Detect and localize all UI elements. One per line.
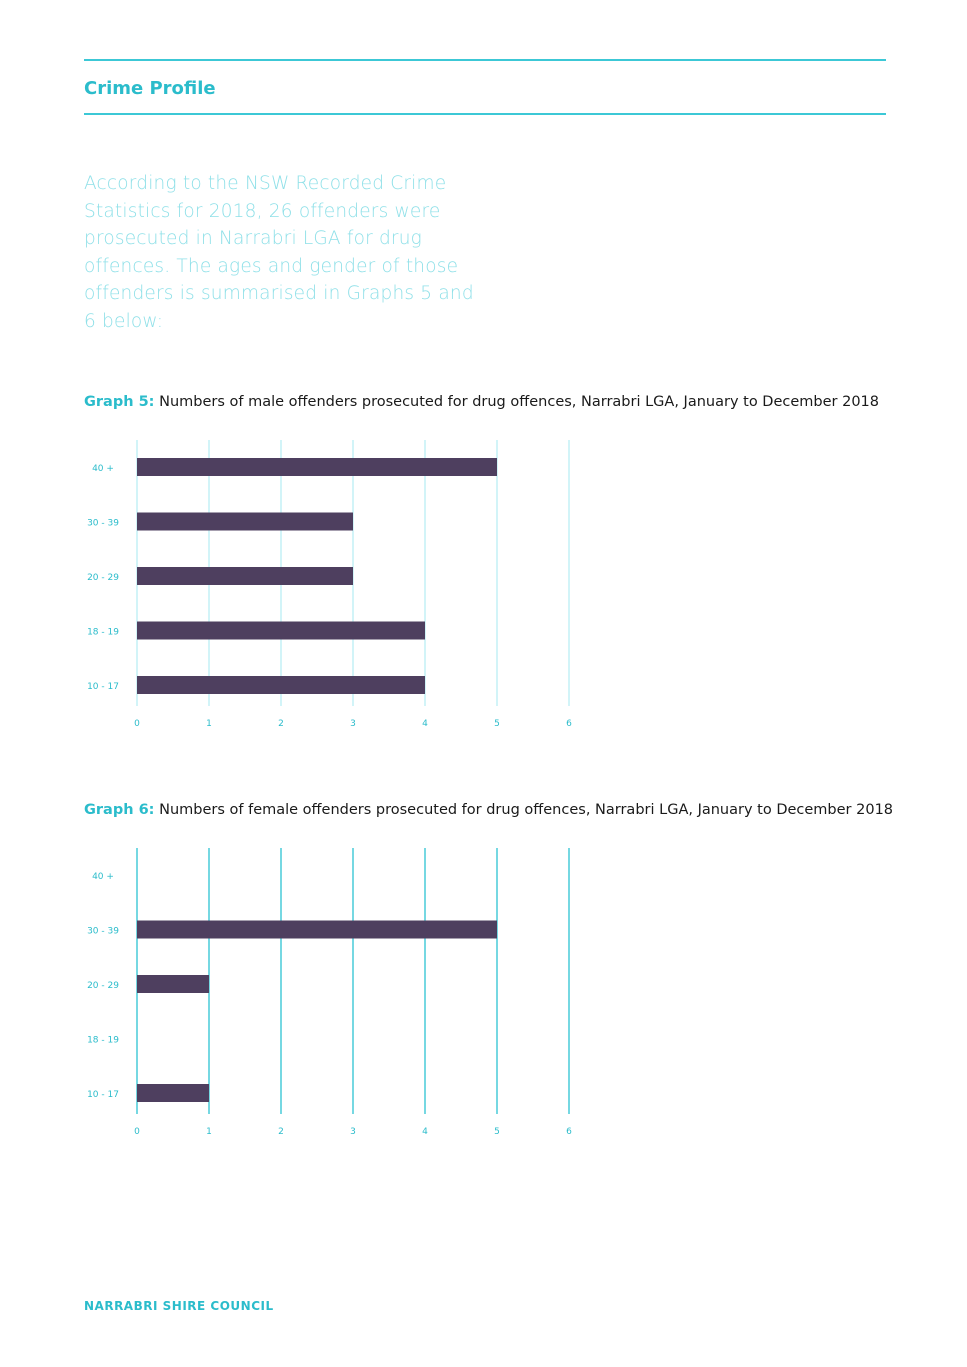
graph5-category-label: 18 - 19	[87, 628, 119, 638]
graph5-caption: Graph 5: Numbers of male offenders prose…	[84, 394, 879, 410]
graph6-category-label: 10 - 17	[87, 1090, 119, 1100]
graph6-caption-text: Numbers of female offenders prosecuted f…	[154, 802, 894, 818]
graph5-category-label: 30 - 39	[87, 519, 119, 529]
graph5-label: Graph 5:	[84, 394, 155, 410]
graph6-chart: 0 1 2 3 4 5 6 40 + 30 - 39 20 - 29 18 - 19 10 - 17	[0, 838, 967, 1158]
graph5-bar	[137, 512, 353, 531]
graph5-category-label: 40 +	[92, 464, 114, 474]
graph5-bar	[137, 458, 497, 476]
graph5-chart: 0 1 2 3 4 5 6 40 + 30 - 39 20 - 29 18 - 19 10 - 17	[0, 430, 967, 750]
graph5-category-label: 20 - 29	[87, 573, 119, 583]
graph5-bar	[137, 621, 425, 640]
graph5-tick-label: 0	[134, 719, 140, 729]
graph6-category-label: 20 - 29	[87, 981, 119, 991]
graph5-caption-text: Numbers of male offenders prosecuted for…	[154, 394, 879, 410]
graph5-tick-label: 6	[566, 719, 572, 729]
graph6-tick-label: 0	[134, 1127, 140, 1137]
graph6-tick-label: 1	[206, 1127, 212, 1137]
graph5-tick-label: 5	[494, 719, 500, 729]
graph5-tick-label: 1	[206, 719, 212, 729]
graph6-caption: Graph 6: Numbers of female offenders pro…	[84, 802, 893, 818]
graph6-bar	[137, 1084, 209, 1102]
graph5-bar	[137, 676, 425, 694]
footer-council-name: NARRABRI SHIRE COUNCIL	[84, 1299, 274, 1313]
graph6-tick-label: 6	[566, 1127, 572, 1137]
graph6-label: Graph 6:	[84, 802, 155, 818]
graph6-tick-label: 4	[422, 1127, 428, 1137]
graph6-category-label: 40 +	[92, 872, 114, 882]
graph6-svg: 0 1 2 3 4 5 6 40 + 30 - 39 20 - 29 18 - 19 10 - 17	[87, 848, 572, 1137]
graph5-tick-label: 2	[278, 719, 284, 729]
graph6-category-label: 18 - 19	[87, 1036, 119, 1046]
graph6-tick-label: 2	[278, 1127, 284, 1137]
graph6-bar	[137, 975, 209, 993]
graph5-tick-label: 4	[422, 719, 428, 729]
graph5-bar	[137, 567, 353, 585]
graph6-bar	[137, 920, 497, 939]
graph6-tick-label: 5	[494, 1127, 500, 1137]
graph5-tick-label: 3	[350, 719, 356, 729]
header-bottom-rule	[84, 113, 886, 115]
intro-paragraph: According to the NSW Recorded Crime Stat…	[84, 173, 474, 332]
graph6-category-label: 30 - 39	[87, 927, 119, 937]
graph5-category-label: 10 - 17	[87, 682, 119, 692]
graph6-tick-label: 3	[350, 1127, 356, 1137]
graph5-svg: 0 1 2 3 4 5 6 40 + 30 - 39 20 - 29 18 - 19 10 - 17	[87, 440, 572, 729]
header-top-rule	[84, 59, 886, 61]
section-title: Crime Profile	[84, 78, 216, 99]
